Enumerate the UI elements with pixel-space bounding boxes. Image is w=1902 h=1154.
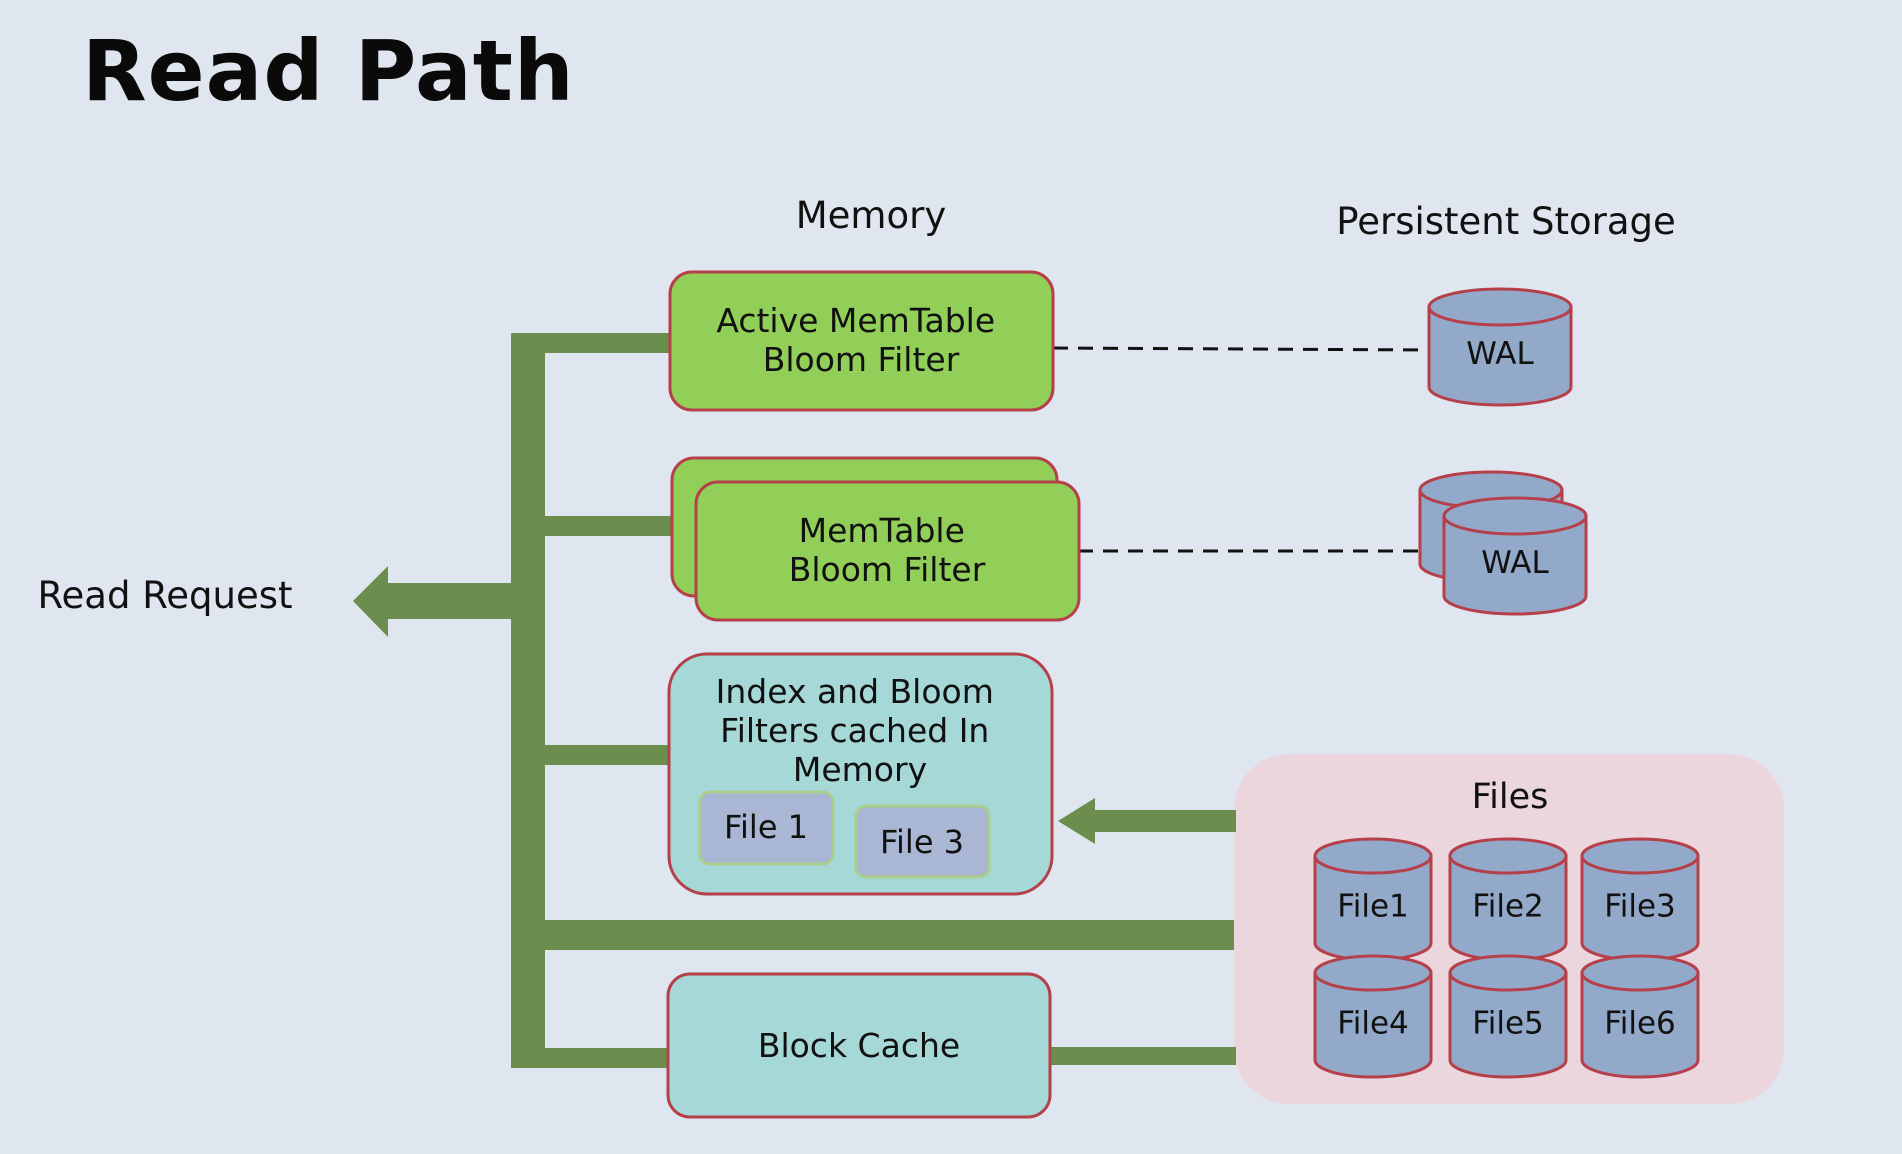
index-cache-line-2: Filters cached In (720, 711, 989, 750)
file-cylinder-1: File1 (1313, 837, 1433, 962)
memtable-wal-cylinder: WAL (1442, 496, 1588, 616)
file-cylinder-4: File4 (1313, 954, 1433, 1079)
file-cylinder-2: File2 (1448, 837, 1568, 962)
active-wal-cylinder: WAL (1427, 287, 1573, 407)
svg-text:Active MemTable Bloom Filt: Active MemTable Bloom Filter (716, 301, 1005, 379)
branch-memtable (545, 516, 671, 536)
branch-index-cache (545, 745, 671, 765)
files-to-cache-arrowhead (1058, 798, 1095, 844)
cached-file-1-box (698, 790, 835, 866)
branch-active-memtable (511, 333, 671, 353)
trunk-bar (511, 333, 545, 1068)
read-request-arrowhead (353, 566, 388, 637)
file-cylinder-5-label: File5 (1472, 1006, 1544, 1042)
block-cache-box (666, 972, 1052, 1119)
files-to-cache-arrow-shaft (1095, 810, 1236, 832)
branch-block-cache (520, 1048, 668, 1068)
cached-file-3-box (854, 804, 991, 879)
file-cylinder-6: File6 (1580, 954, 1700, 1079)
file-cylinder-3: File3 (1580, 837, 1700, 962)
memtable-wal-cylinder-label: WAL (1481, 545, 1549, 581)
svg-text:Index and Bloom Filters ca: Index and Bloom Filters cached In Memory (716, 672, 1005, 789)
file-cylinder-4-label: File4 (1337, 1006, 1409, 1042)
persistent-storage-label: Persistent Storage (1336, 200, 1676, 243)
active-memtable-line-2: Bloom Filter (763, 340, 960, 379)
block-cache-label: Block Cache (758, 1026, 960, 1065)
file-cylinder-1-label: File1 (1337, 889, 1409, 925)
svg-text:MemTable Bloom Filter: MemTable Bloom Filter (789, 511, 986, 589)
file-cylinder-6-label: File6 (1604, 1006, 1676, 1042)
read-request-arrow-shaft (385, 583, 515, 619)
files-panel-label: Files (1472, 777, 1549, 817)
active-wal-cylinder-label: WAL (1466, 336, 1534, 372)
index-cache-line-3: Memory (793, 750, 927, 789)
connector-bus (353, 333, 1236, 1068)
memory-label: Memory (796, 194, 946, 237)
file-cylinder-2-label: File2 (1472, 889, 1544, 925)
memtable-line-1: MemTable (799, 511, 965, 550)
index-cache-line-1: Index and Bloom (716, 672, 994, 711)
branch-files (545, 920, 1234, 950)
read-request-label: Read Request (37, 574, 292, 617)
page-title: Read Path (82, 22, 575, 120)
file-cylinder-5: File5 (1448, 954, 1568, 1079)
active-memtable-line-1: Active MemTable (716, 301, 995, 340)
cached-file-1-label: File 1 (724, 808, 808, 846)
active-wal-link (1052, 346, 1431, 352)
memtable-line-2: Bloom Filter (789, 550, 986, 589)
memtable-box (694, 480, 1081, 622)
block-cache-to-files (1050, 1047, 1236, 1065)
file-cylinder-3-label: File3 (1604, 889, 1676, 925)
active-memtable-box (668, 270, 1055, 412)
cached-file-3-label: File 3 (880, 823, 964, 861)
